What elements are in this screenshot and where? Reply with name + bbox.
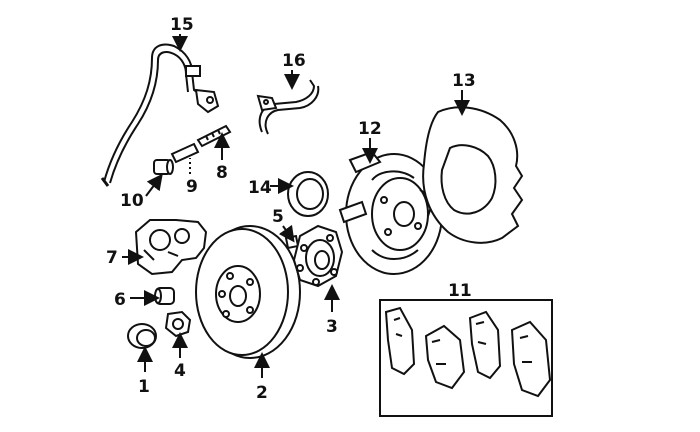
callout-8: 8 bbox=[216, 163, 228, 183]
sleeve-part bbox=[154, 287, 175, 305]
pin-boot-part bbox=[170, 142, 200, 164]
callout-11: 11 bbox=[448, 281, 472, 301]
dust-shield-part bbox=[422, 106, 524, 244]
hub-nut-part bbox=[164, 310, 192, 338]
brake-rotor-part bbox=[195, 225, 301, 359]
brake-hose-part bbox=[100, 43, 220, 187]
wheel-hub-part bbox=[292, 224, 344, 288]
callout-2: 2 bbox=[256, 383, 268, 403]
backing-plate-part bbox=[338, 150, 443, 275]
guide-pin-part bbox=[196, 124, 232, 148]
callout-14: 14 bbox=[248, 178, 272, 198]
callout-5: 5 bbox=[272, 207, 284, 227]
callout-6: 6 bbox=[114, 290, 126, 310]
hose-bracket-part bbox=[256, 79, 320, 135]
wheel-stud-part bbox=[284, 234, 300, 250]
dust-cap-part bbox=[127, 323, 157, 349]
bushing-part bbox=[153, 159, 174, 175]
callout-15: 15 bbox=[170, 15, 194, 35]
callout-13: 13 bbox=[452, 71, 476, 91]
callout-7: 7 bbox=[106, 248, 118, 268]
brake-pads-part bbox=[384, 306, 552, 398]
callout-9: 9 bbox=[186, 177, 198, 197]
callout-16: 16 bbox=[282, 51, 306, 71]
callout-1: 1 bbox=[138, 377, 150, 397]
callout-12: 12 bbox=[358, 119, 382, 139]
callout-10: 10 bbox=[120, 191, 144, 211]
callout-4: 4 bbox=[174, 361, 186, 381]
hub-seal-part bbox=[287, 171, 329, 217]
caliper-part bbox=[134, 219, 208, 276]
callout-3: 3 bbox=[326, 317, 338, 337]
